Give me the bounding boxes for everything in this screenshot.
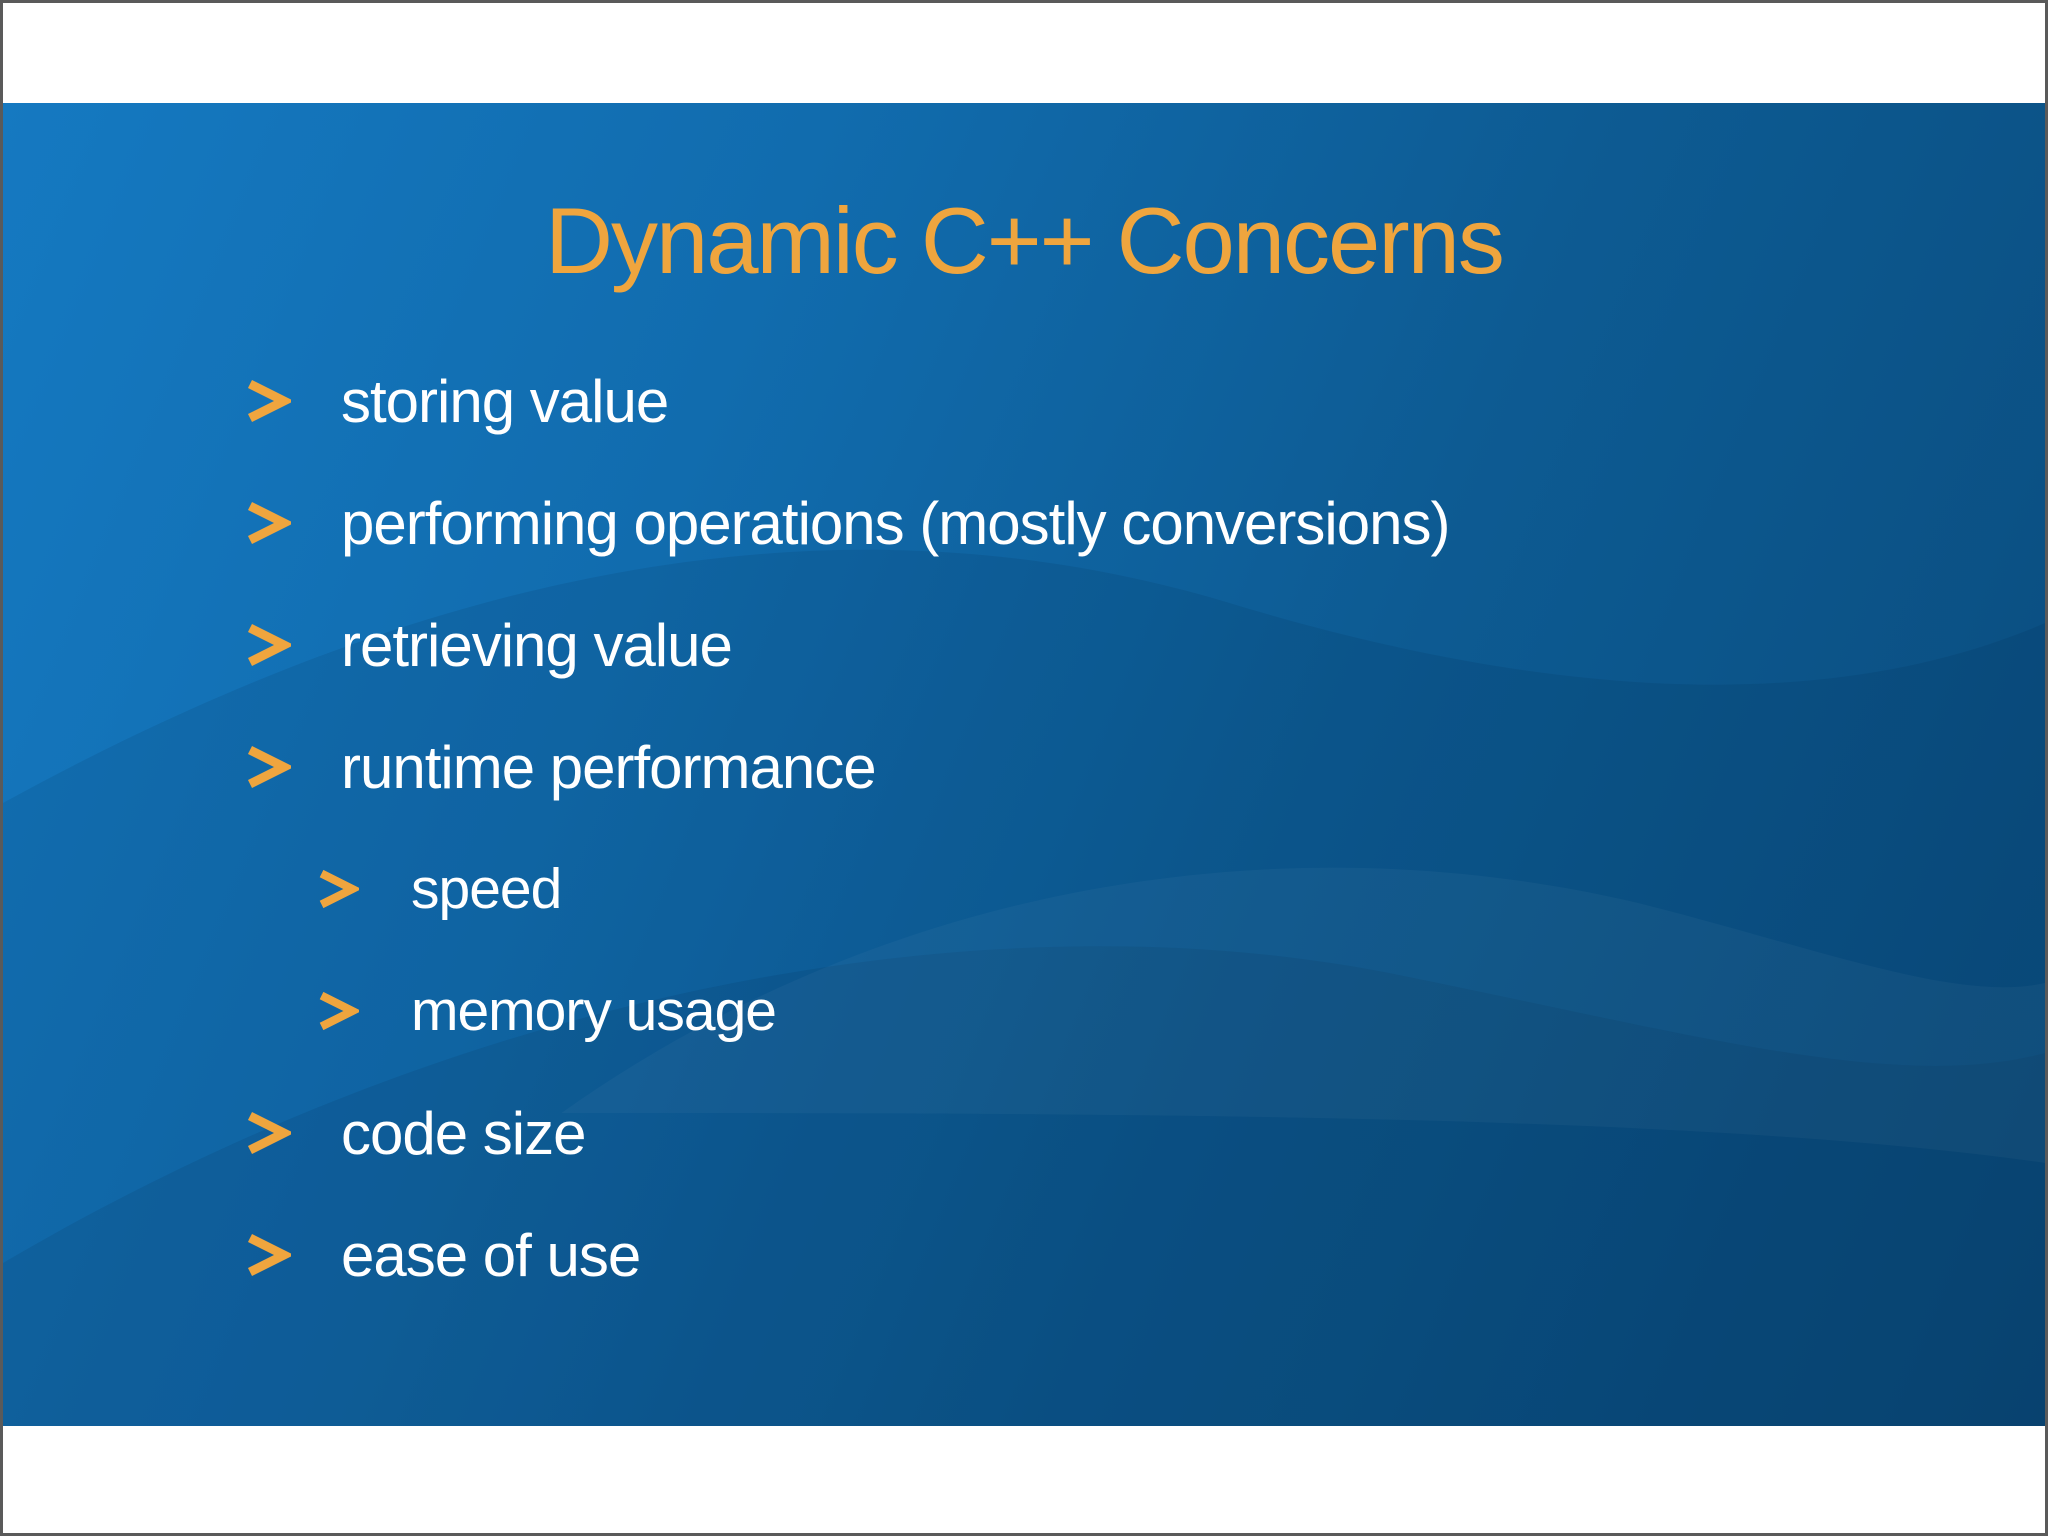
chevron-bullet-icon <box>243 1233 291 1277</box>
chevron-bullet-icon <box>243 623 291 667</box>
bullet-label: runtime performance <box>341 733 877 801</box>
bullet-item: storing value <box>3 340 2045 462</box>
chevron-bullet-icon <box>315 991 359 1031</box>
bullet-label: code size <box>341 1099 586 1167</box>
bullet-item: code size <box>3 1072 2045 1194</box>
bullet-item: performing operations (mostly conversion… <box>3 462 2045 584</box>
chevron-bullet-icon <box>315 869 359 909</box>
chevron-bullet-icon <box>243 379 291 423</box>
bullet-label: speed <box>411 857 562 921</box>
bullet-item: speed <box>3 828 2045 950</box>
bullet-item: retrieving value <box>3 584 2045 706</box>
chevron-bullet-icon <box>243 501 291 545</box>
bullet-label: retrieving value <box>341 611 733 679</box>
bullet-label: performing operations (mostly conversion… <box>341 489 1450 557</box>
bullet-label: ease of use <box>341 1221 641 1289</box>
slide-canvas: Dynamic C++ Concerns storing value perfor… <box>3 103 2045 1426</box>
top-white-band <box>3 3 2045 103</box>
bottom-white-band <box>3 1426 2045 1533</box>
bullet-list: storing value performing operations (most… <box>3 340 2045 1316</box>
slide-title: Dynamic C++ Concerns <box>545 188 1505 293</box>
bullet-label: storing value <box>341 367 669 435</box>
bullet-item: runtime performance <box>3 706 2045 828</box>
bullet-item: memory usage <box>3 950 2045 1072</box>
chevron-bullet-icon <box>243 745 291 789</box>
bullet-item: ease of use <box>3 1194 2045 1316</box>
bullet-label: memory usage <box>411 979 777 1043</box>
chevron-bullet-icon <box>243 1111 291 1155</box>
